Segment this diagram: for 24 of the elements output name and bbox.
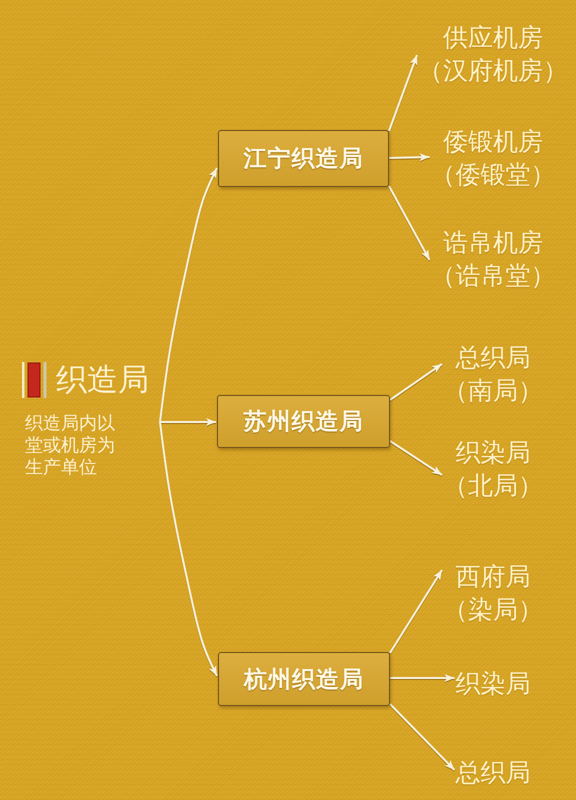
process-box: 江宁织造局: [218, 130, 389, 187]
node-label: 诰帛机房（诰帛堂）: [430, 226, 556, 292]
process-box: 苏州织造局: [217, 395, 390, 448]
arrow: [159, 168, 218, 422]
node-label: 总织局（南局）: [443, 341, 543, 407]
arrow: [388, 54, 418, 132]
arrow: [389, 569, 443, 654]
arrow: [388, 186, 430, 260]
node-label: 倭锻机房（倭锻堂）: [430, 125, 556, 191]
section-heading: 织造局: [56, 361, 149, 400]
node-label: 总织局: [456, 756, 530, 789]
arrow: [159, 422, 218, 676]
arrow: [389, 440, 443, 476]
description-text: 织造局内以堂或机房为生产单位: [25, 413, 116, 479]
process-box: 杭州织造局: [218, 652, 390, 706]
arrow: [388, 153, 430, 162]
arrow: [160, 418, 216, 426]
node-label: 西府局（染局）: [443, 560, 543, 626]
node-label: 织染局: [456, 667, 530, 700]
node-label: 供应机房（汉府机房）: [418, 21, 568, 87]
arrow: [389, 703, 456, 771]
arrow: [390, 674, 454, 682]
arrow: [389, 363, 443, 401]
node-label: 织染局（北局）: [443, 436, 543, 502]
